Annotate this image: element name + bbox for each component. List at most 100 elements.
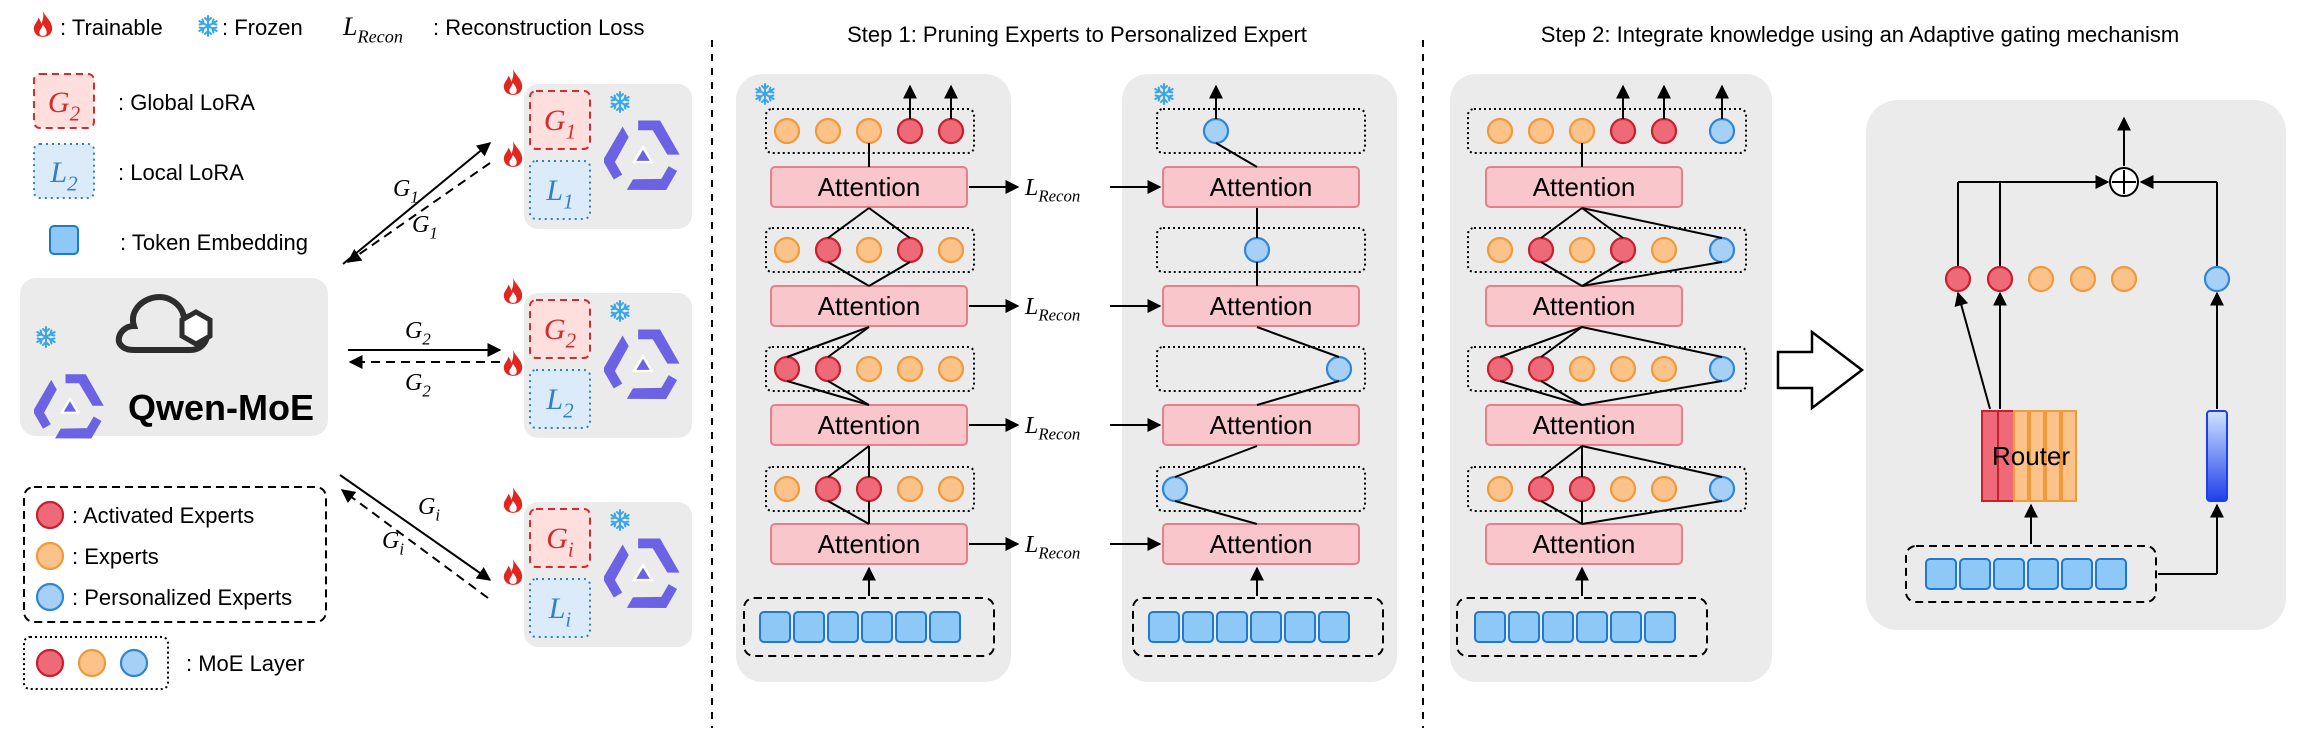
edge-label-upload-i-letter: G xyxy=(418,494,435,520)
expert xyxy=(855,236,883,264)
route-line xyxy=(1581,261,1723,287)
moe-layer-box xyxy=(765,346,975,392)
route-line xyxy=(1581,207,1624,239)
legend-frozen: : Frozen xyxy=(222,15,303,40)
token-embedding xyxy=(1216,611,1248,643)
client-1-local-label-sub: 1 xyxy=(563,189,574,213)
expert xyxy=(1568,117,1596,145)
route-line xyxy=(827,326,870,358)
personalized-expert xyxy=(1708,117,1736,145)
step1-right-connections xyxy=(1174,84,1340,596)
token-embedding xyxy=(827,611,859,643)
client-i-global-label-letter: G xyxy=(546,522,568,555)
route-line xyxy=(1499,326,1583,358)
client-2-global-label-sub: 2 xyxy=(566,328,577,352)
route-line xyxy=(868,261,911,287)
route-line xyxy=(1581,207,1723,239)
moe-layer-box xyxy=(765,466,975,512)
route-line xyxy=(1540,380,1583,406)
attention-label: Attention xyxy=(1533,410,1636,440)
step2-section: Step 2: Integrate knowledge using an Ada… xyxy=(1450,22,2286,682)
activated-expert xyxy=(814,475,842,503)
expert xyxy=(896,475,924,503)
personalized-expert xyxy=(1708,236,1736,264)
client-i-local-label: Li xyxy=(548,592,572,631)
local-lora-symbol-sub: 2 xyxy=(67,171,78,195)
route-line xyxy=(1256,380,1340,406)
moe-layer-box xyxy=(765,108,975,154)
route-line xyxy=(868,207,911,239)
flame-icon xyxy=(33,11,53,37)
attention-label: Attention xyxy=(1210,410,1313,440)
activated-expert xyxy=(773,355,801,383)
step2-connections xyxy=(1499,84,1729,596)
client-i-local-lora xyxy=(529,578,591,638)
token-swatch xyxy=(49,225,79,255)
moe-red-swatch xyxy=(35,648,65,678)
client-1-local-label: L1 xyxy=(545,174,573,213)
client-2-global-lora xyxy=(529,299,591,359)
expert xyxy=(855,117,883,145)
download-arrow-i xyxy=(340,489,489,599)
personalized-expert xyxy=(1161,475,1189,503)
client-1-local-lora xyxy=(529,160,591,220)
route-line xyxy=(1215,142,1258,168)
global-lora-symbol-sub: 2 xyxy=(70,101,81,125)
route-line xyxy=(1581,261,1624,287)
attention-block: Attention xyxy=(1485,523,1683,565)
attention-block: Attention xyxy=(1162,523,1360,565)
legend-personalized-experts: : Personalized Experts xyxy=(72,585,292,610)
token-embedding xyxy=(1925,558,1957,590)
route-line xyxy=(1581,326,1723,358)
edge-label-download-1-sub: 1 xyxy=(429,224,437,243)
router-weight-bar xyxy=(2029,410,2045,502)
route-line xyxy=(827,380,870,406)
token-embedding xyxy=(895,611,927,643)
token-embedding xyxy=(1993,558,2025,590)
transition-arrow-icon xyxy=(1776,329,1865,411)
attention-block: Attention xyxy=(1485,404,1683,446)
attention-label: Attention xyxy=(818,172,921,202)
reconstruction-loss-label: LRecon xyxy=(1024,532,1080,563)
reconstruction-loss-label: LRecon xyxy=(1024,175,1080,206)
attention-label: Attention xyxy=(1210,172,1313,202)
moe-layer-box xyxy=(1156,466,1366,512)
token-embedding xyxy=(2027,558,2059,590)
reconstruction-loss-label-letter: L xyxy=(1024,175,1038,201)
expert xyxy=(937,355,965,383)
router-to-expert-arrow xyxy=(1954,291,1991,410)
token-sequence-box xyxy=(1132,597,1384,657)
edge-label-download-2-sub: 2 xyxy=(422,382,431,401)
activated-expert xyxy=(1609,236,1637,264)
gate-vector xyxy=(2206,410,2228,502)
attention-box xyxy=(1162,285,1360,327)
edge-label-download-2-letter: G xyxy=(405,370,422,396)
expert xyxy=(773,475,801,503)
moe-layer-box xyxy=(1156,346,1366,392)
reconstruction-loss-label: LRecon xyxy=(1024,294,1080,325)
client-i-global-label: Gi xyxy=(546,522,574,561)
reconstruction-loss-label-letter: L xyxy=(1024,413,1038,439)
step1-right-panel xyxy=(1122,74,1397,682)
attention-box xyxy=(1485,166,1683,208)
attention-label: Attention xyxy=(1210,529,1313,559)
attention-label: Attention xyxy=(1210,291,1313,321)
activated-expert xyxy=(1568,475,1596,503)
legend-token-embedding: : Token Embedding xyxy=(120,230,308,255)
personalized-expert xyxy=(1202,117,1230,145)
token-embedding xyxy=(929,611,961,643)
moe-layer-box xyxy=(1467,227,1747,273)
client-1-local-label-letter: L xyxy=(545,174,563,207)
edge-label-upload-1-sub: 1 xyxy=(410,188,418,207)
reconstruction-loss-label-sub: Recon xyxy=(1037,425,1080,444)
personalized-expert-swatch xyxy=(35,582,65,612)
client-i-global-flame-icon xyxy=(503,487,523,513)
activated-expert-swatch xyxy=(35,500,65,530)
moe-layer-box xyxy=(1467,466,1747,512)
upload-arrow-i xyxy=(339,474,492,581)
client-1-local-flame-icon xyxy=(503,141,523,167)
